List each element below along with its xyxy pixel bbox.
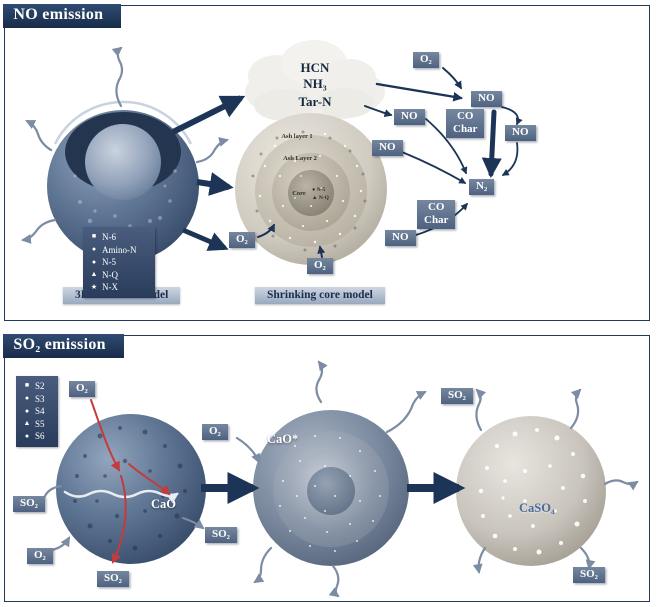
cao-white-dots xyxy=(279,435,381,552)
legend-item: ● S6 xyxy=(23,430,51,443)
no-label: NO xyxy=(372,140,403,157)
legend-label: S2 xyxy=(35,381,45,391)
cao-star-species-label: CaO* xyxy=(267,432,299,446)
legend-label: S4 xyxy=(35,406,45,417)
legend-marker: ■ xyxy=(91,232,97,241)
ash-layer1-label: Ash layer 1 xyxy=(281,133,312,140)
legend-label: N-5 xyxy=(102,257,116,268)
core-white-dots xyxy=(258,132,363,244)
legend-label: Amino-N xyxy=(102,244,137,255)
legend-label: N-6 xyxy=(102,232,116,242)
o2-label: O₂ xyxy=(27,548,53,565)
no-label: NO xyxy=(505,125,536,142)
cloud-text-nh3: NH₃ xyxy=(303,76,327,91)
char-line: Char xyxy=(424,214,449,227)
legend-item: ● N-5 xyxy=(90,256,148,269)
so2-label: SO₂ xyxy=(573,567,605,584)
volatile-cloud: HCN NH₃ Tar-N xyxy=(245,40,385,122)
legend-item: ● S3 xyxy=(23,393,51,406)
so2-emission-panel: SO₂ emission xyxy=(3,334,650,602)
legend-item: ■ N-6 xyxy=(90,231,148,244)
coal-particle-sphere xyxy=(47,100,199,262)
co-char-label: CO Char xyxy=(417,200,456,230)
legend-label: N-Q xyxy=(102,269,118,280)
legend-marker: ● xyxy=(91,257,97,266)
legend-label: S3 xyxy=(35,393,45,404)
legend-marker: ● xyxy=(24,393,30,402)
no-label: NO xyxy=(471,91,502,108)
o2-label: O₂ xyxy=(413,52,439,69)
legend-marker: ■ xyxy=(24,381,30,390)
cao-species-label: CaO xyxy=(151,497,176,511)
co-line: CO xyxy=(456,110,474,122)
o2-label: O₂ xyxy=(229,232,255,249)
co-line: CO xyxy=(427,201,445,213)
legend-marker: ★ xyxy=(90,282,98,291)
legend-item: ● S4 xyxy=(23,405,51,418)
no-label: NO xyxy=(394,109,425,126)
legend-marker: ● xyxy=(24,431,30,440)
ash-layer2-label: Ash Layer 2 xyxy=(283,155,317,162)
legend-item: ▲ N-Q xyxy=(90,269,148,282)
volatile-wavy-arrows xyxy=(21,46,229,244)
nitrogen-legend: ■ N-6 ● Amino-N ● N-5 ▲ N-Q ★ N-X xyxy=(83,227,155,298)
core-label: Core xyxy=(292,190,306,197)
caso4-particle-sphere xyxy=(456,416,606,566)
legend-marker: ● xyxy=(91,244,97,253)
no-label: NO xyxy=(385,230,416,247)
caption-shrinking-core-model: Shrinking core model xyxy=(255,287,385,304)
legend-label: S6 xyxy=(35,431,45,442)
sulfur-pore-dots xyxy=(73,426,187,551)
legend-marker: ● xyxy=(24,406,30,415)
oxidation-red-arrows xyxy=(90,399,171,564)
so2-label: SO₂ xyxy=(97,571,129,588)
legend-item: ■ S2 xyxy=(23,380,51,393)
cao-particle-sphere xyxy=(253,410,409,566)
shrinking-core-particle: Ash layer 1 Ash Layer 2 Core ● N-5 ▲ N-Q xyxy=(235,113,387,265)
sulfur-legend: ■ S2 ● S3 ● S4 ▲ S5 ● S6 xyxy=(16,376,58,447)
core-nq-label: ▲ N-Q xyxy=(312,195,330,201)
char-line: Char xyxy=(453,123,478,136)
legend-item: ★ N-X xyxy=(90,281,148,294)
so2-label: SO₂ xyxy=(441,388,473,405)
legend-item: ● Amino-N xyxy=(90,244,148,257)
caso4-white-dots xyxy=(478,428,587,555)
caso4-species-label: CaSO₄ xyxy=(519,501,555,515)
sulfur-particle-sphere xyxy=(56,414,206,564)
pathway-arrows xyxy=(171,95,246,251)
cloud-text-tarn: Tar-N xyxy=(299,94,333,109)
so2-wavy-arrows xyxy=(33,360,639,598)
no-diagram-canvas: HCN NH₃ Tar-N xyxy=(21,40,523,265)
legend-marker: ▲ xyxy=(23,419,31,428)
o2-label: O₂ xyxy=(202,424,228,441)
so2-diagram-canvas xyxy=(33,360,639,598)
legend-label: N-X xyxy=(102,282,118,293)
legend-label: S5 xyxy=(35,418,45,429)
co-char-label: CO Char xyxy=(446,109,485,139)
legend-marker: ▲ xyxy=(90,270,98,279)
no-panel-title: NO emission xyxy=(3,4,122,29)
legend-item: ▲ S5 xyxy=(23,418,51,431)
core-dark-dots xyxy=(251,130,367,252)
cloud-text-hcn: HCN xyxy=(301,60,331,75)
so2-label: SO₂ xyxy=(13,496,45,513)
o2-label: O₂ xyxy=(307,258,333,275)
o2-label: O₂ xyxy=(69,381,95,398)
so2-panel-title: SO₂ emission xyxy=(3,334,124,359)
core-n5-label: ● N-5 xyxy=(312,187,326,193)
so2-label: SO₂ xyxy=(205,527,237,544)
no-emission-panel: NO emission xyxy=(3,4,650,321)
n2-label: N₂ xyxy=(469,179,495,196)
